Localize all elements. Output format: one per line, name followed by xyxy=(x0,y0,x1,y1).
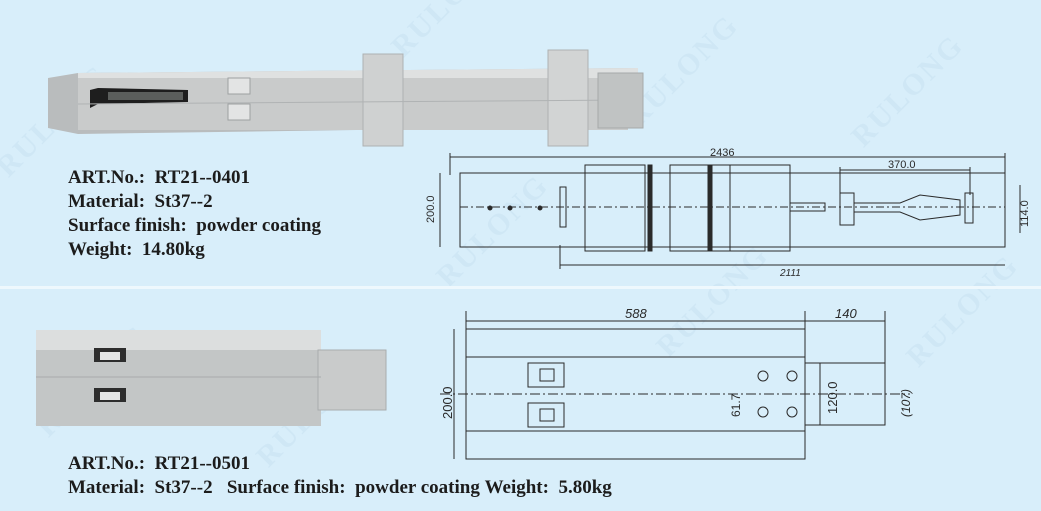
section-divider xyxy=(0,286,1041,289)
dim-200: 200.0 xyxy=(440,386,455,419)
art-number: RT21--0501 xyxy=(154,453,250,474)
surface-value: powder coating xyxy=(196,215,321,236)
art-number-line: ART.No.: RT21--0401 xyxy=(68,167,250,188)
product-photo xyxy=(36,330,387,426)
product-photo xyxy=(48,49,644,147)
art-number-line: ART.No.: RT21--0501 xyxy=(68,453,250,474)
product-panel-rt21-0401: ART.No.: RT21--0401 Material: St37--2 Su… xyxy=(48,49,1031,277)
dim-107: (107) xyxy=(899,389,913,417)
dim-200: 200.0 xyxy=(425,195,437,223)
weight-value: 14.80kg xyxy=(141,239,205,260)
dim-120: 120.0 xyxy=(825,381,840,414)
weight-value: 5.80kg xyxy=(558,477,612,498)
surface-value: powder coating xyxy=(355,477,480,498)
dim-2111: 2111 xyxy=(779,268,801,277)
surface-line: Surface finish: powder coating xyxy=(68,215,321,236)
dim-140: 140 xyxy=(835,306,857,321)
spec-line: Material: St37--2 Surface finish: powder… xyxy=(68,477,612,498)
dim-370: 370.0 xyxy=(888,159,916,171)
dim-114: 114.0 xyxy=(1019,200,1031,227)
material-value: St37--2 xyxy=(154,191,213,212)
technical-drawing: 2436 370.0 200.0 114.0 2111 xyxy=(425,147,1031,277)
technical-drawing: 588 140 200.0 61.7 120.0 (107) xyxy=(440,306,913,460)
weight-line: Weight: 14.80kg xyxy=(68,239,205,260)
dim-588: 588 xyxy=(625,306,647,321)
material-value: St37--2 xyxy=(154,477,213,498)
material-line: Material: St37--2 xyxy=(68,191,213,212)
dim-61-7: 61.7 xyxy=(729,393,743,417)
spec-block: ART.No.: RT21--0501 Material: St37--2 Su… xyxy=(68,452,612,500)
spec-block: ART.No.: RT21--0401 Material: St37--2 Su… xyxy=(68,166,321,262)
art-number: RT21--0401 xyxy=(154,167,250,188)
dim-2436: 2436 xyxy=(710,147,734,159)
product-panel-rt21-0501: 588 140 200.0 61.7 120.0 (107) ART.No.: … xyxy=(0,289,1041,511)
